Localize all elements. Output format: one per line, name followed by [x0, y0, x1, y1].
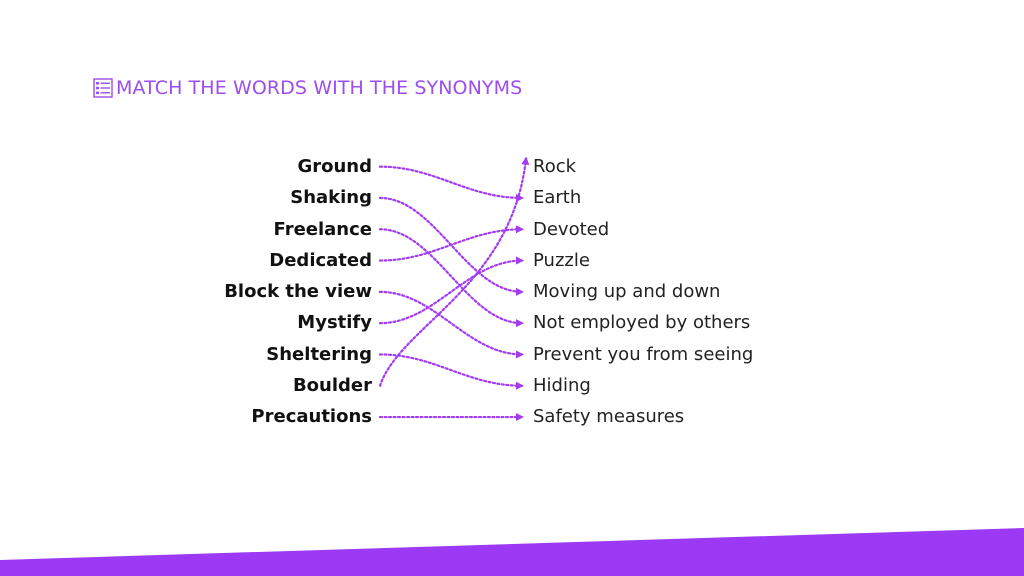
- synonym-item: Hiding: [533, 375, 591, 397]
- match-arrow: [378, 228, 524, 328]
- title-text: MATCH THE WORDS WITH THE SYNONYMS: [116, 77, 523, 99]
- word-item: Sheltering: [266, 343, 372, 365]
- word-item: Freelance: [273, 218, 372, 240]
- synonym-item: Puzzle: [533, 249, 590, 271]
- checklist-icon: [92, 77, 114, 99]
- word-item: Ground: [297, 156, 372, 177]
- match-arrow: [378, 165, 524, 202]
- synonym-item: Safety measures: [533, 406, 685, 428]
- match-arrow: [378, 290, 524, 359]
- synonym-item: Earth: [533, 187, 582, 209]
- word-item: Block the view: [224, 281, 372, 303]
- match-arrow: [378, 353, 524, 390]
- synonym-item: Moving up and down: [533, 281, 721, 303]
- match-arrow: [378, 256, 524, 325]
- word-item: Mystify: [297, 312, 372, 334]
- synonym-item: Not employed by others: [533, 312, 751, 334]
- synonym-item: Rock: [533, 156, 577, 177]
- synonym-list: Rock Earth Devoted Puzzle Moving up and …: [533, 151, 833, 433]
- synonym-item: Devoted: [533, 218, 610, 240]
- word-item: Boulder: [292, 375, 372, 397]
- word-item: Dedicated: [269, 249, 372, 271]
- word-item: Precautions: [251, 406, 372, 428]
- match-arrow: [378, 156, 530, 387]
- synonym-item: Prevent you from seeing: [533, 343, 754, 365]
- word-item: Shaking: [290, 187, 372, 209]
- word-list: Ground Shaking Freelance Dedicated Block…: [180, 151, 372, 433]
- page-title: MATCH THE WORDS WITH THE SYNONYMS: [92, 76, 522, 100]
